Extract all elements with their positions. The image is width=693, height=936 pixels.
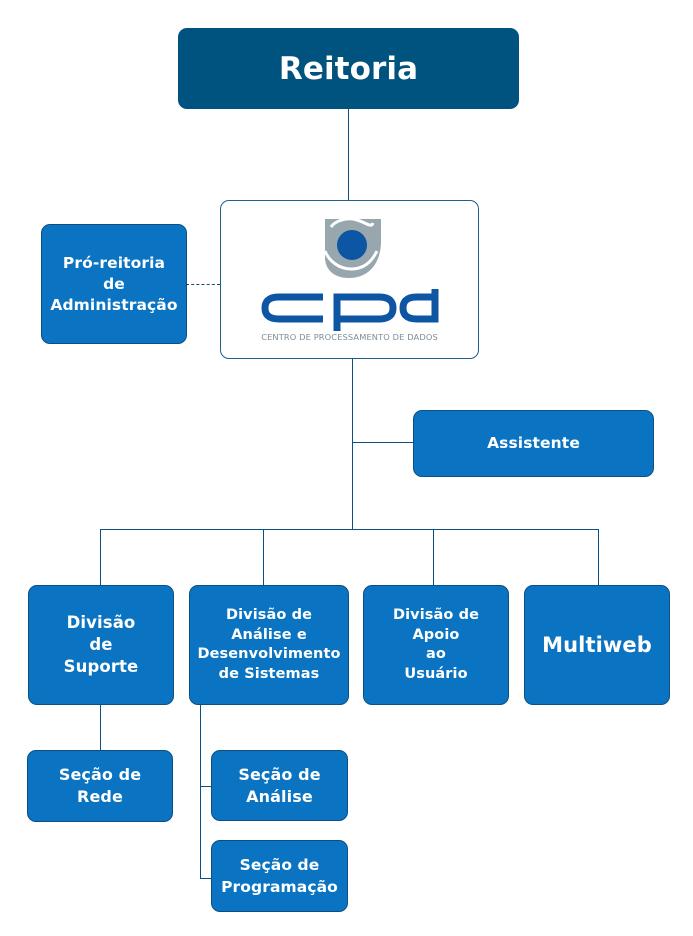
- connector-secao-analise: [200, 786, 211, 787]
- division-multiweb-box[interactable]: Multiweb: [524, 585, 670, 705]
- connector-reitoria-cpd: [348, 108, 349, 201]
- connector-drop-multiweb: [598, 529, 599, 585]
- section-label: Seção de Análise: [238, 764, 321, 806]
- connector-desenv-bracket: [200, 704, 201, 879]
- secao-programacao-box[interactable]: Seção de Programação: [211, 840, 348, 912]
- cpd-subtitle: CENTRO DE PROCESSAMENTO DE DADOS: [261, 332, 438, 342]
- division-label: Divisão de Análise e Desenvolvimento de …: [197, 607, 341, 682]
- connector-drop-apoio: [433, 529, 434, 585]
- reitoria-label: Reitoria: [278, 50, 419, 87]
- division-apoio-box[interactable]: Divisão de Apoio ao Usuário: [363, 585, 509, 705]
- emblem-dot: [337, 230, 367, 260]
- division-label: Divisão de Suporte: [63, 613, 139, 676]
- division-label: Divisão de Apoio ao Usuário: [392, 607, 480, 682]
- connector-proreitoria-cpd-dashed: [186, 284, 220, 285]
- section-label: Seção de Rede: [58, 765, 142, 806]
- letter-c: [261, 293, 323, 323]
- secao-rede-box[interactable]: Seção de Rede: [27, 750, 173, 822]
- division-desenvolvimento-box[interactable]: Divisão de Análise e Desenvolvimento de …: [189, 585, 349, 705]
- letter-p: [333, 293, 397, 331]
- cpd-emblem-icon: [261, 217, 439, 331]
- letter-d: [399, 289, 439, 323]
- cpd-logo-box[interactable]: CENTRO DE PROCESSAMENTO DE DADOS: [220, 200, 479, 359]
- connector-suporte-rede: [100, 704, 101, 750]
- reitoria-box[interactable]: Reitoria: [178, 28, 519, 109]
- connector-assistente: [352, 442, 413, 443]
- connector-secao-programacao: [200, 878, 211, 879]
- section-label: Seção de Programação: [221, 856, 338, 896]
- secao-analise-box[interactable]: Seção de Análise: [211, 750, 348, 821]
- assistente-box[interactable]: Assistente: [413, 410, 654, 477]
- proreitoria-box[interactable]: Pró-reitoria de Administração: [41, 224, 187, 344]
- connector-drop-analise: [263, 529, 264, 585]
- proreitoria-label: Pró-reitoria de Administração: [50, 253, 178, 314]
- division-suporte-box[interactable]: Divisão de Suporte: [28, 585, 174, 705]
- connector-cpd-trunk: [352, 358, 353, 530]
- division-label: Multiweb: [542, 633, 652, 657]
- assistente-label: Assistente: [487, 434, 580, 452]
- connector-divisions-bus: [100, 529, 599, 530]
- connector-drop-suporte: [100, 529, 101, 585]
